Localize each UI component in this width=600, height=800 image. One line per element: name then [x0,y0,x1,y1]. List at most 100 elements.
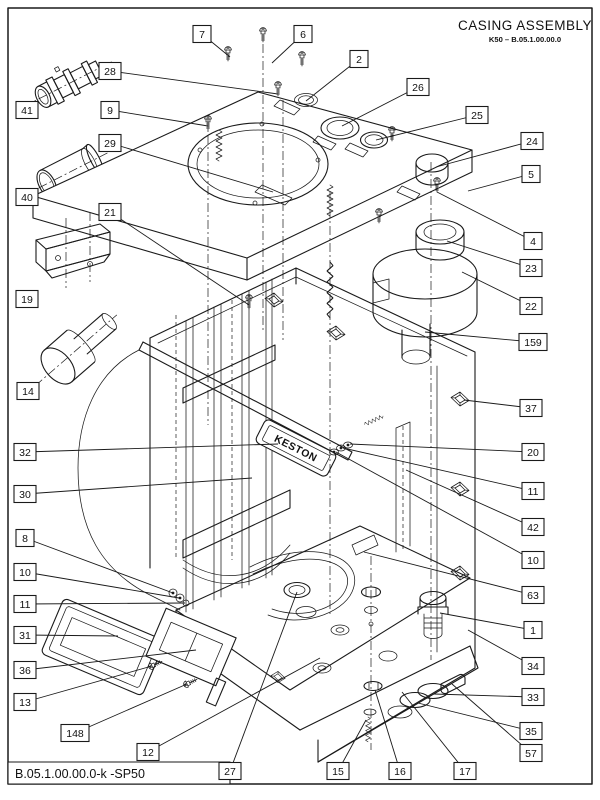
callout-29-24: 29 [98,133,274,193]
badge-washers [329,441,353,456]
callout-24-5: 24 [435,131,544,168]
knockout-cap [415,153,449,186]
callout-2-2: 2 [305,49,369,102]
callout-10-15: 10 [335,451,545,570]
interior-duct [351,421,411,556]
callout-28-22: 28 [98,61,279,95]
svg-text:11: 11 [528,486,539,498]
part-41-cable-gland [23,60,115,108]
callout-37-11: 37 [463,398,543,418]
svg-text:11: 11 [20,599,31,611]
callout-20-12: 20 [349,442,545,462]
svg-text:2: 2 [356,54,362,66]
svg-text:37: 37 [525,403,537,415]
svg-text:31: 31 [19,630,31,642]
svg-text:4: 4 [530,236,536,248]
drain-hose [249,551,355,621]
callout-5-6: 5 [467,164,541,192]
svg-text:24: 24 [526,136,538,148]
svg-text:159: 159 [524,337,542,349]
svg-text:9: 9 [107,105,113,117]
control-bezel [41,588,237,707]
callout-31-31: 31 [13,625,119,645]
svg-text:21: 21 [104,207,116,219]
svg-text:12: 12 [142,747,154,759]
svg-text:40: 40 [21,192,33,204]
svg-text:7: 7 [199,29,205,41]
callout-33-19: 33 [433,687,545,707]
flue-ring-medium [359,131,389,149]
callout-27-36: 27 [218,591,298,781]
callout-36-32: 36 [13,649,197,680]
center-lines [207,44,432,750]
callout-148-34: 148 [60,683,188,743]
svg-text:20: 20 [527,447,539,459]
svg-text:32: 32 [19,447,31,459]
callout-6-1: 6 [271,24,313,64]
svg-text:27: 27 [224,766,236,778]
callout-35-20: 35 [417,702,543,741]
small-plate [351,534,379,556]
callout-159-10: 159 [424,331,548,352]
svg-text:26: 26 [412,82,424,94]
callout-4-7: 4 [436,191,543,251]
svg-text:63: 63 [527,590,539,602]
footer-part-code-box: B.05.1.00.00.0-k -SP50 [7,761,231,785]
svg-text:25: 25 [471,110,483,122]
part-19-bracket [35,212,111,288]
inner-frame [175,278,291,613]
svg-text:34: 34 [527,661,539,673]
callout-42-14: 42 [405,469,545,537]
svg-text:8: 8 [22,533,28,545]
callout-23-8: 23 [446,240,543,278]
fan-assembly [372,219,478,365]
svg-text:16: 16 [394,766,406,778]
casing-lid [32,27,473,319]
bottom-knockouts [387,673,466,719]
svg-text:36: 36 [19,665,31,677]
callout-7-0: 7 [192,24,231,58]
callout-25-4: 25 [375,105,489,141]
callout-57-21: 57 [451,683,543,763]
gas-fitting [417,590,449,639]
svg-text:29: 29 [104,138,116,150]
callout-12-35: 12 [136,657,321,762]
footer-part-code: B.05.1.00.00.0-k -SP50 [15,767,145,781]
callout-63-16: 63 [363,551,545,605]
svg-text:10: 10 [19,567,31,579]
part-14-bush [35,313,118,386]
base-pan [175,525,479,763]
callout-9-23: 9 [100,100,209,127]
svg-text:30: 30 [19,489,31,501]
callout-10-29: 10 [13,562,180,599]
drawing-title: CASING ASSEMBLY [458,18,592,33]
svg-text:13: 13 [19,697,31,709]
part-label-40-1: 40 [15,187,39,207]
callout-11-13: 11 [342,447,545,501]
callout-15-37: 15 [326,719,367,781]
flue-collar [415,219,465,261]
svg-text:33: 33 [527,692,539,704]
svg-text:19: 19 [21,294,33,306]
part-label-19-2: 19 [15,289,39,309]
svg-text:148: 148 [66,728,84,740]
callout-21-25: 21 [98,202,250,306]
callout-16-38: 16 [374,689,412,781]
svg-text:23: 23 [525,263,537,275]
svg-text:6: 6 [300,29,306,41]
callout-13-33: 13 [13,665,153,712]
svg-text:10: 10 [527,555,539,567]
callout-22-9: 22 [461,271,543,316]
casing-body [149,267,476,763]
callout-34-18: 34 [467,629,545,676]
svg-text:1: 1 [530,625,536,637]
svg-text:42: 42 [527,522,539,534]
svg-text:35: 35 [525,726,537,738]
callout-32-26: 32 [13,442,279,462]
svg-text:15: 15 [332,766,344,778]
drawing-number: K50 – B.05.1.00.00.0 [489,35,561,44]
svg-text:22: 22 [525,301,537,313]
